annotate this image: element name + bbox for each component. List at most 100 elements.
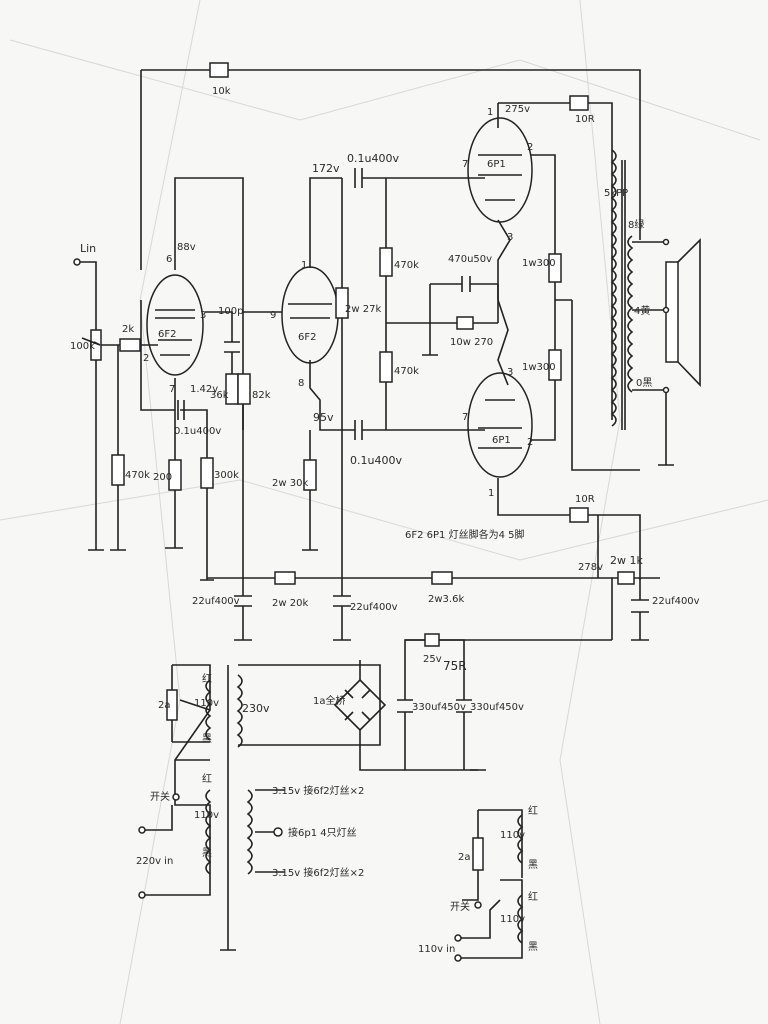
- cathode-95v-label: 95v: [313, 411, 334, 424]
- r-1w300-a-label: 1w300: [522, 258, 556, 269]
- v2-plate-voltage: 172v: [312, 162, 340, 175]
- c-01u-c: [354, 420, 370, 440]
- fuse-a: [166, 689, 178, 721]
- wiring: [77, 69, 674, 959]
- r-1w300-b-label: 1w300: [522, 362, 556, 373]
- r-25v-label: 25v: [423, 654, 442, 665]
- pri-110-c-label: 110v: [500, 830, 525, 841]
- capacitors: [177, 168, 649, 713]
- mains-transformer: [205, 674, 253, 875]
- black-a-label: 黑: [202, 733, 212, 745]
- r-2w36k: [431, 571, 453, 585]
- v1-type-label: 6F2: [158, 329, 176, 340]
- bridge-rectifier: [333, 678, 387, 732]
- r-470k-b: [379, 247, 393, 277]
- r-2w20k: [274, 571, 296, 585]
- v2-pin-8: 8: [298, 378, 304, 389]
- filament-note: 6F2 6P1 灯丝脚各为4 5脚: [405, 528, 525, 541]
- r-2w1k-label: 2w 1k: [610, 554, 643, 567]
- c-01u-a-label: 0.1u400v: [174, 426, 221, 437]
- v1-pin-7: 7: [169, 384, 175, 395]
- switch-a-label: 开关: [150, 790, 170, 803]
- tube-v1: 6F2 6 3 2 7 88v: [143, 242, 206, 395]
- v1-pin-6: 6: [166, 254, 172, 265]
- r-470k-b-label: 470k: [394, 260, 419, 271]
- r-2w30k-label: 2w 30k: [272, 478, 308, 489]
- v4-pin-1: 1: [488, 488, 494, 499]
- v3-pin-3: 3: [507, 232, 513, 243]
- component-labels: Lin 100k 2k 10k 470k 200 300k 0.1u400v 1…: [70, 86, 700, 955]
- switch-b-label: 开关: [450, 900, 470, 913]
- tap-4-label: 4黄: [634, 304, 650, 317]
- volume-pot-label: 100k: [70, 341, 95, 352]
- v4-pin-7: 7: [462, 412, 468, 423]
- r-10r-a-label: 10R: [575, 114, 595, 125]
- v4-type-label: 6P1: [492, 435, 511, 446]
- c-22u-c: [631, 599, 649, 613]
- r-300k-label: 300k: [214, 470, 239, 481]
- v4-pin-3: 3: [507, 367, 513, 378]
- sec-315-b-label: 3.15v 接6f2灯丝×2: [272, 866, 364, 879]
- fuse-b: [472, 837, 484, 871]
- r-200-label: 200: [153, 472, 172, 483]
- tap-0-label: 0黑: [636, 377, 652, 389]
- v2-pin-1: 1: [301, 260, 307, 271]
- sec-315-a-label: 3.15v 接6f2灯丝×2: [272, 784, 364, 797]
- r-2k-label: 2k: [122, 324, 134, 335]
- tap-8-label: 8绿: [628, 218, 644, 231]
- black-b-label: 黑: [202, 847, 212, 859]
- c-330-a-label: 330uf450v: [412, 702, 466, 713]
- bridge-label: 1a全桥: [313, 694, 346, 707]
- pri-110-a-label: 110v: [194, 698, 219, 709]
- r-300k: [200, 457, 214, 489]
- sec-6p1-label: 接6p1 4只灯丝: [288, 826, 357, 839]
- c-470u-label: 470u50v: [448, 254, 492, 265]
- r-10k-feedback: [209, 62, 229, 78]
- output-transformer: [610, 149, 634, 430]
- v2-type-label: 6F2: [298, 332, 316, 343]
- c-22u-b: [333, 595, 351, 607]
- r-10r-a: [569, 95, 589, 111]
- r-82k-label: 82k: [252, 390, 271, 401]
- r-2w27k: [335, 287, 349, 319]
- c-330-b-label: 330uf450v: [470, 702, 524, 713]
- r-2w30k: [303, 459, 317, 491]
- mains-b-label: 110v in: [418, 944, 455, 955]
- red-b-label: 红: [202, 772, 212, 785]
- c-22u-c-label: 22uf400v: [652, 596, 700, 607]
- r-2w1k: [617, 571, 635, 585]
- red-c-label: 红: [528, 804, 538, 817]
- v1-plate-voltage: 88v: [177, 242, 196, 253]
- c-330-a: [397, 699, 413, 713]
- r-1w300-a: [548, 253, 562, 283]
- c-22u-b-label: 22uf400v: [350, 602, 398, 613]
- r-2w20k-label: 2w 20k: [272, 598, 308, 609]
- v4-pin-2: 2: [527, 437, 533, 448]
- mains-a-label: 220v in: [136, 856, 173, 867]
- cathode-voltage-label: 1.42v: [190, 384, 218, 395]
- tube-v4: 6P1 3 7 2 1: [462, 367, 533, 499]
- tube-v2: 6F2 1 9 8 172v: [270, 162, 340, 389]
- r-75r-label: 75R: [443, 659, 467, 673]
- resistors: [81, 62, 635, 871]
- node-278v-label: 278v: [578, 562, 603, 573]
- v2-pin-9: 9: [270, 310, 276, 321]
- vol-pot: [90, 329, 102, 361]
- fuse-b-label: 2a: [458, 852, 471, 863]
- c-01u-a: [177, 400, 185, 420]
- fuse-a-label: 2a: [158, 700, 171, 711]
- c-01u-b: [354, 168, 372, 188]
- v3-type-label: 6P1: [487, 159, 506, 170]
- r-470k-a-label: 470k: [125, 470, 150, 481]
- input-label: Lin: [80, 242, 96, 255]
- secondary-230v-label: 230v: [242, 702, 270, 715]
- v1-pin-3: 3: [200, 310, 206, 321]
- v3-pin-2: 2: [527, 142, 533, 153]
- pri-110-d-label: 110v: [500, 914, 525, 925]
- r-25v-75r: [424, 633, 440, 647]
- r-2w36k-label: 2w3.6k: [428, 594, 464, 605]
- primary-110v-xfmr: [517, 814, 524, 944]
- c-22u-a: [234, 595, 252, 607]
- r-10w270-label: 10w 270: [450, 337, 493, 348]
